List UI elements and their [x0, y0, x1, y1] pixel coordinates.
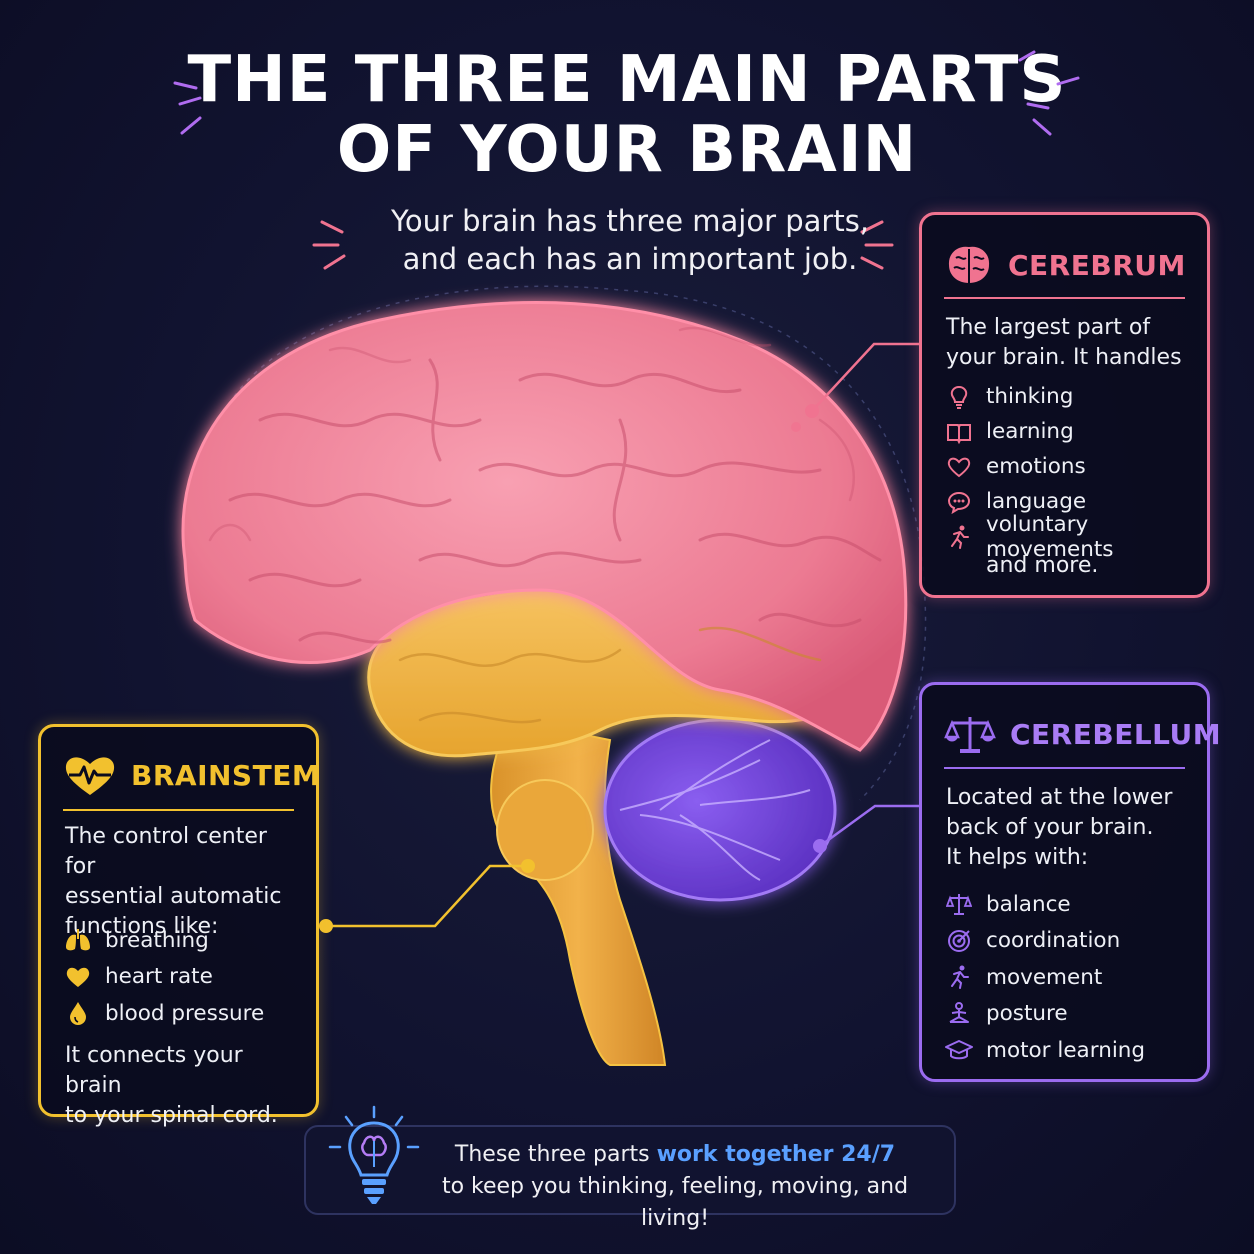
list-item-label: emotions [986, 454, 1086, 479]
list-item-label: language [986, 489, 1087, 514]
cerebellum-connector [813, 804, 919, 853]
list-item: learning [944, 414, 1197, 449]
cerebrum-list: thinking learning emotions language volu… [944, 379, 1197, 562]
speech-bubble-icon [944, 487, 974, 517]
cerebellum-desc-line-2: back of your brain. [946, 815, 1154, 840]
title-line-2: OF YOUR BRAIN [336, 113, 918, 187]
list-item-label: motor learning [986, 1037, 1146, 1063]
brainstem-header: BRAINSTEM [63, 753, 320, 797]
heart-outline-icon [944, 452, 974, 482]
list-item: heart rate [63, 959, 306, 996]
list-item-label: learning [986, 419, 1074, 444]
cerebellum-desc-line-3: It helps with: [946, 845, 1089, 870]
cerebrum-desc-line-1: The largest part of [946, 315, 1151, 340]
list-item: posture [944, 996, 1197, 1033]
brainstem-list: breathing heart rate blood pressure [63, 922, 306, 1032]
list-item-label: balance [986, 891, 1071, 917]
cerebrum-header: CEREBRUM [944, 243, 1186, 287]
brainstem-desc-line-3: functions like: [65, 914, 219, 939]
cerebrum-title: CEREBRUM [1008, 248, 1186, 282]
cerebellum-shape [603, 718, 837, 902]
scales-icon [944, 713, 996, 755]
running-person-icon [944, 962, 974, 992]
cerebellum-title: CEREBELLUM [1010, 717, 1222, 751]
list-item: voluntary movements [944, 512, 1197, 562]
cerebellum-desc-line-1: Located at the lower [946, 785, 1173, 810]
cerebrum-more: and more. [986, 553, 1099, 578]
footer-highlight: work together 24/7 [656, 1142, 896, 1167]
cerebrum-folds [228, 358, 882, 644]
brainstem-note-line-1: It connects your brain [65, 1043, 243, 1098]
halo-outline [204, 285, 927, 801]
cerebrum-connector [791, 342, 919, 432]
sparkle-decorations [173, 50, 1080, 270]
cerebrum-divider [944, 297, 1185, 299]
brainstem-desc-line-2: essential automatic [65, 884, 282, 909]
lightbulb-icon [944, 382, 974, 412]
cerebrum-description: The largest part of your brain. It handl… [946, 313, 1191, 373]
brainstem-card: BRAINSTEM The control center for essenti… [38, 724, 320, 1128]
list-item-label: voluntary movements [986, 511, 1114, 562]
cerebellum-veins [619, 739, 811, 881]
cerebellum-divider [944, 767, 1185, 769]
brain-icon [944, 243, 994, 287]
footer-text: These three parts work together 24/7 to … [406, 1139, 944, 1235]
cerebellum-header: CEREBELLUM [944, 713, 1221, 755]
lungs-icon [63, 925, 93, 955]
brainstem-note: It connects your brain to your spinal co… [65, 1041, 300, 1131]
heartbeat-icon [63, 753, 117, 797]
pons-shape [496, 779, 594, 881]
list-item: movement [944, 959, 1197, 996]
meditating-person-icon [944, 999, 974, 1029]
subtitle-line-1: Your brain has three major parts, [390, 204, 870, 238]
list-item: blood pressure [63, 995, 306, 1032]
list-item: emotions [944, 449, 1197, 484]
title-line-1: THE THREE MAIN PARTS [187, 43, 1067, 117]
brainstem-divider [63, 809, 294, 811]
list-item: language [944, 484, 1197, 519]
list-item: breathing [63, 922, 306, 959]
lightbulb-brain-icon [324, 1105, 424, 1215]
brainstem-connector [319, 859, 535, 933]
list-item: coordination [944, 923, 1197, 960]
cerebrum-desc-line-2: your brain. It handles [946, 345, 1182, 370]
list-item: motor learning [944, 1032, 1197, 1069]
brainstem-note-line-2: to your spinal cord. [65, 1103, 278, 1128]
list-item-label: thinking [986, 384, 1074, 409]
list-item-label: blood pressure [105, 1000, 265, 1026]
list-item-label: heart rate [105, 964, 213, 990]
cerebellum-card: CEREBELLUM Located at the lower back of … [919, 682, 1221, 1082]
footer-text-pre: These three parts [454, 1142, 657, 1167]
list-item: balance [944, 886, 1197, 923]
cerebrum-card: CEREBRUM The largest part of your brain.… [919, 212, 1210, 598]
list-item: thinking [944, 379, 1197, 414]
blood-drop-icon [63, 998, 93, 1028]
cerebellum-list: balance coordination movement posture mo… [944, 886, 1197, 1069]
cerebrum-shape [181, 301, 908, 752]
list-item-label: posture [986, 1001, 1068, 1027]
footer-line-2: to keep you thinking, feeling, moving, a… [441, 1174, 909, 1231]
target-icon [944, 926, 974, 956]
footer-banner: These three parts work together 24/7 to … [304, 1105, 956, 1231]
list-item-label: coordination [986, 928, 1121, 954]
scales-icon [944, 889, 974, 919]
brainstem-desc-line-1: The control center for [65, 824, 267, 879]
footer-line-1: These three parts work together 24/7 [406, 1139, 944, 1171]
running-person-icon [944, 522, 974, 552]
brainstem-description: The control center for essential automat… [65, 822, 300, 942]
subtitle-line-2: and each has an important job. [402, 242, 858, 276]
heart-icon [63, 962, 93, 992]
brainstem-title: BRAINSTEM [131, 758, 321, 792]
list-item-label: movement [986, 964, 1103, 990]
graduation-cap-icon [944, 1035, 974, 1065]
cerebellum-description: Located at the lower back of your brain.… [946, 783, 1191, 873]
list-item-label: breathing [105, 927, 209, 953]
subtitle: Your brain has three major parts, and ea… [300, 202, 960, 278]
book-icon [944, 417, 974, 447]
